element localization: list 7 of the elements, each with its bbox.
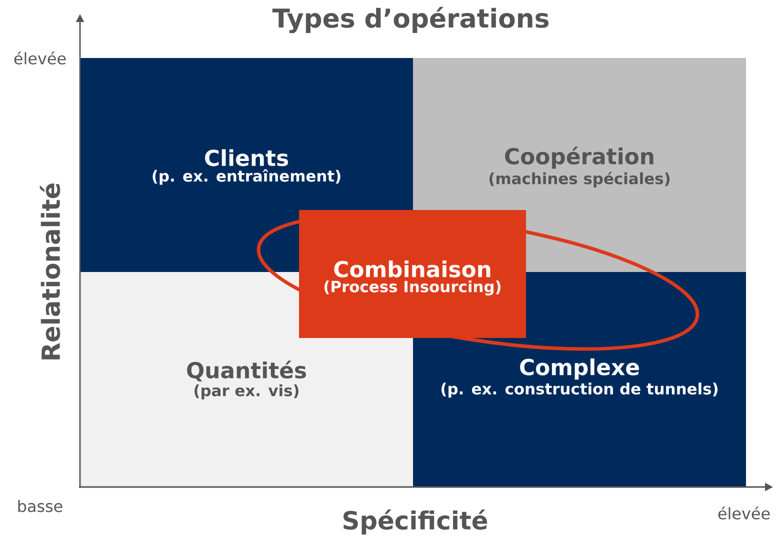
title: Types d’opérations bbox=[272, 6, 548, 34]
axis-tick-label: basse bbox=[18, 500, 62, 512]
axis-title: Spécificité bbox=[344, 509, 488, 535]
axis-title: Relationalité bbox=[40, 183, 60, 360]
highlight-box: Combinaison (Process Insourcing) bbox=[299, 210, 526, 338]
axis-tick-label: élevée bbox=[718, 506, 770, 520]
axis-tick-label: élevée bbox=[14, 52, 66, 64]
